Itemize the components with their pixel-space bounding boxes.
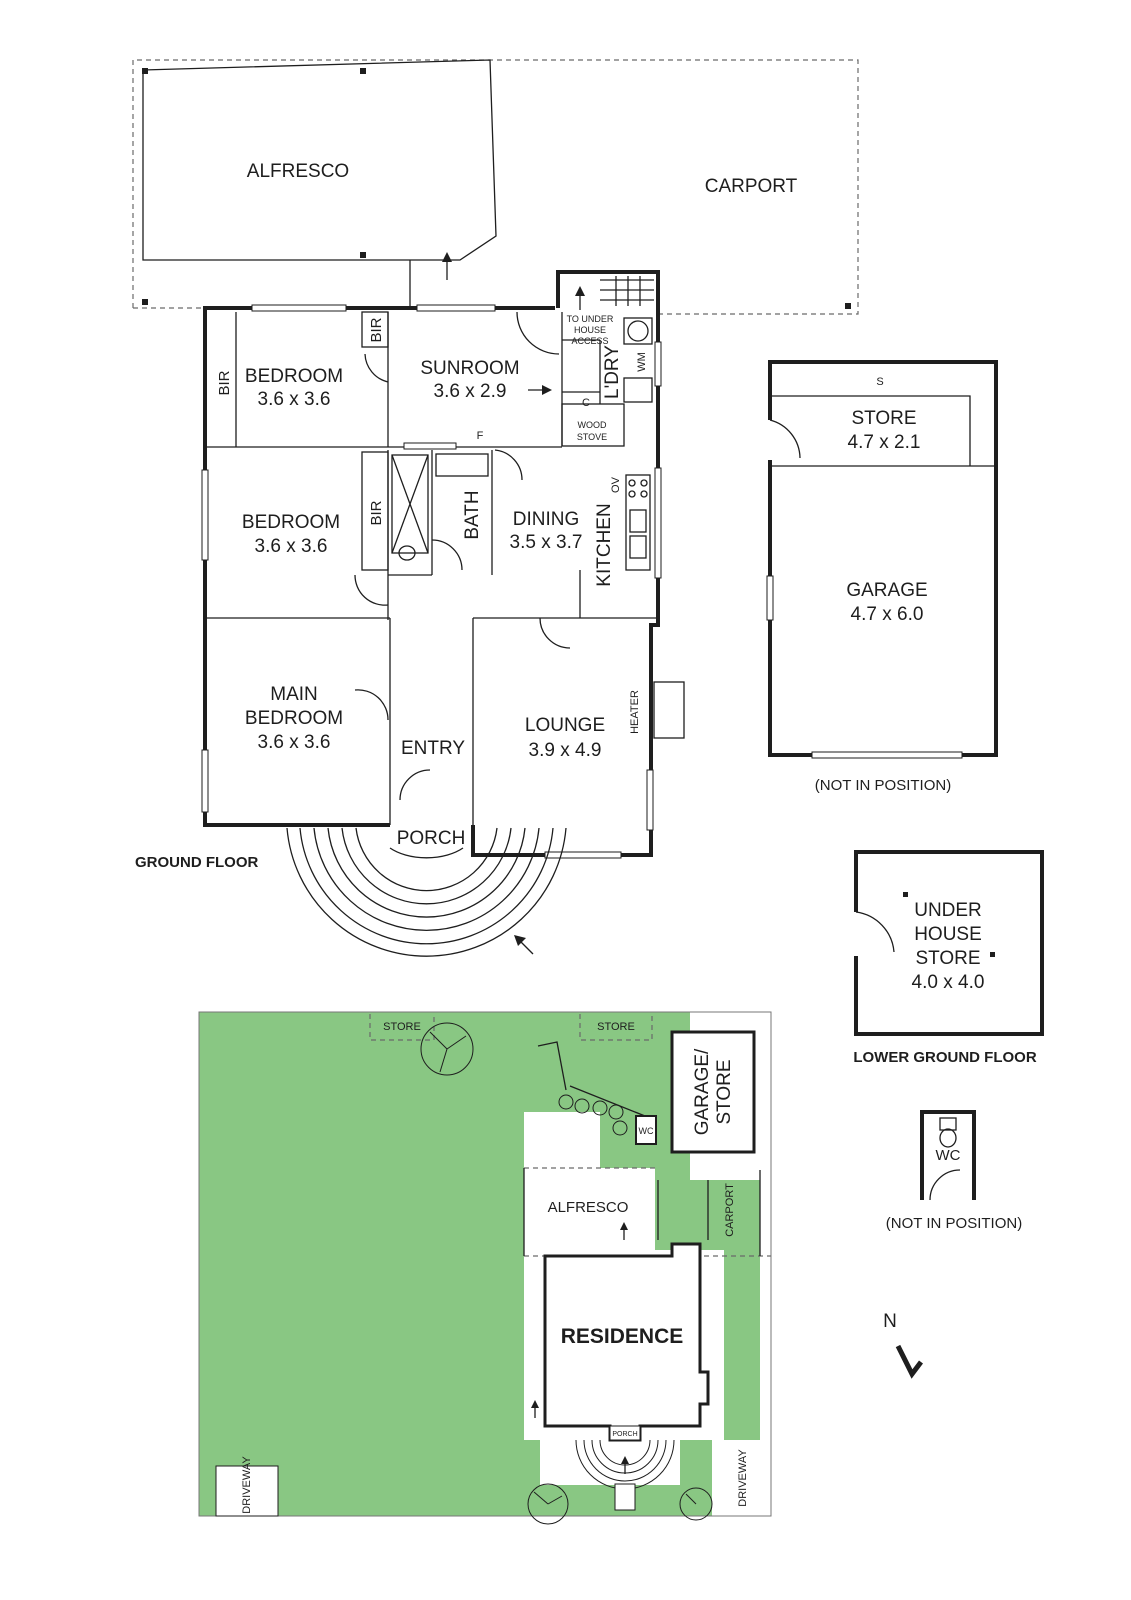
bir-label-1: BIR [216,370,233,395]
alfresco-carport-roof [132,59,859,315]
under-house-access-line1: TO UNDER [567,314,614,324]
driveway-left-area [216,1466,278,1516]
dining-name: DINING [513,509,580,530]
sunroom-arrow-icon [528,385,552,395]
cupboard-label: C [582,397,590,409]
sunroom-size: 3.6 x 2.9 [434,381,507,402]
site-arrow-icon [621,1456,629,1474]
dining-size: 3.5 x 3.7 [510,532,583,553]
store-name: STORE [851,408,916,429]
alfresco-label: ALFRESCO [247,161,349,182]
tree-icon [679,1487,713,1521]
entry-label: ENTRY [401,738,465,759]
bedroom1-name: BEDROOM [245,366,343,387]
under-house-store-line3: STORE [915,948,980,969]
under-house-store-line2: HOUSE [914,924,982,945]
site-alfresco: ALFRESCO [548,1199,629,1216]
site-store-right: STORE [597,1021,635,1033]
site-garage-line1: GARAGE/ [692,1048,713,1135]
under-house-store-plan [854,850,1044,1036]
tree-icon [420,1022,474,1076]
wc-not-in-position: (NOT IN POSITION) [886,1215,1022,1232]
shrubs-icon [558,1094,628,1136]
driveway-right-label: DRIVEWAY [737,1449,749,1507]
entry-arrow-icon [442,252,452,280]
north-label: N [883,1311,897,1332]
interior-walls [205,276,658,825]
main-bedroom-size: 3.6 x 3.6 [258,732,331,753]
under-house-access-line2: HOUSE [574,325,606,335]
site-arrow-icon [620,1222,628,1240]
path-paving [524,1112,600,1168]
driveway-left-label: DRIVEWAY [241,1456,253,1514]
lounge-size: 3.9 x 4.9 [529,740,602,761]
store-garage-building [766,360,998,759]
bath-label: BATH [462,490,483,539]
porch-label: PORCH [397,828,466,849]
bir-label-2: BIR [368,317,385,342]
under-house-access-line3: ACCESS [571,336,608,346]
sunroom-name: SUNROOM [420,358,519,379]
site-arrow-icon [531,1400,539,1418]
wm-label: WM [636,352,648,372]
bedroom1-size: 3.6 x 3.6 [258,389,331,410]
stair-arrow-icon [575,286,585,310]
under-house-store-line1: UNDER [914,900,982,921]
garage-size: 4.7 x 6.0 [851,604,924,625]
f-label: F [477,430,484,442]
wood-stove-line2: STOVE [577,432,607,442]
store-size: 4.7 x 2.1 [848,432,921,453]
carport-label: CARPORT [705,176,798,197]
site-carport: CARPORT [724,1183,736,1237]
heater-label: HEATER [629,690,641,734]
tree-icon [527,1483,569,1525]
north-arrow-icon [895,1344,923,1379]
porch-steps [286,827,567,957]
lower-ground-floor-title: LOWER GROUND FLOOR [853,1049,1036,1066]
main-bedroom-line2: BEDROOM [245,708,343,729]
main-bedroom-line1: MAIN [270,684,318,705]
exterior-walls [203,270,685,857]
laundry-label: L'DRY [602,345,623,399]
bedroom2-size: 3.6 x 3.6 [255,536,328,557]
site-plan: STORE STORE GARAGE/ STORE [198,1011,772,1525]
under-house-store-size: 4.0 x 4.0 [912,972,985,993]
site-store-left: STORE [383,1021,421,1033]
site-wc: WC [639,1126,654,1136]
ground-floor-title: GROUND FLOOR [135,854,258,871]
bir-label-3: BIR [368,500,385,525]
residence-label: RESIDENCE [561,1325,684,1348]
garage-name: GARAGE [846,580,927,601]
wood-stove-line1: WOOD [578,420,607,430]
wc-label: WC [936,1147,961,1164]
garage-not-in-position: (NOT IN POSITION) [815,777,951,794]
site-garage-line2: STORE [714,1059,735,1124]
site-porch: PORCH [612,1431,637,1438]
porch-arrow-icon [514,935,534,955]
wc-building [920,1110,976,1201]
store-s-label: S [876,376,883,388]
ov-label: OV [610,476,622,493]
kitchen-label: KITCHEN [594,503,615,586]
ground-floor-plan: ALFRESCO CARPORT [132,59,859,957]
windows [201,304,662,859]
lounge-name: LOUNGE [525,715,605,736]
bedroom2-name: BEDROOM [242,512,340,533]
